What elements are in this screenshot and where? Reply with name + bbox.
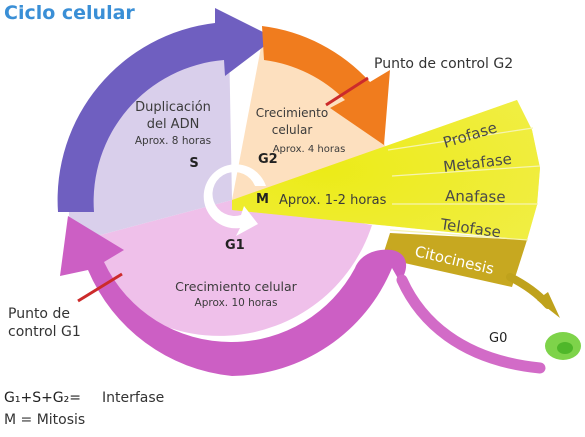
s-duration: Aprox. 8 horas [135, 135, 211, 147]
g1-duration: Aprox. 10 horas [195, 297, 278, 309]
g2-checkpoint-bar [325, 76, 369, 107]
s-description-line1: Duplicación [135, 100, 211, 115]
center-cycle-arrow [203, 164, 266, 236]
stage-anafase: Anafase [445, 187, 506, 206]
g2-checkpoint-label: Punto de control G2 [374, 56, 513, 72]
g2-description-line1: Crecimiento [256, 106, 328, 120]
g1-checkpoint-bar [77, 272, 123, 303]
g2-arrow [262, 26, 390, 145]
g1-letter: G1 [225, 238, 245, 253]
g2-letter: G2 [258, 152, 278, 167]
g1-description: Crecimiento celular [175, 279, 298, 294]
g0-letter: G0 [489, 331, 507, 346]
g1-sector [74, 200, 372, 336]
s-description-line2: del ADN [147, 117, 200, 132]
g2-description-line2: celular [272, 123, 313, 137]
diagram-title: Ciclo celular [4, 2, 135, 24]
g2-duration: Aprox. 4 horas [273, 144, 346, 155]
g1-checkpoint-label-line2: control G1 [8, 324, 81, 340]
mitosis-separators [387, 127, 541, 241]
s-arrow [57, 8, 276, 212]
s-sector [68, 39, 232, 242]
m-duration: Aprox. 1-2 horas [279, 193, 387, 208]
legend-mitosis: M = Mitosis [4, 412, 85, 428]
m-letter: M [256, 192, 269, 207]
g0-entry-arrowhead [537, 292, 560, 318]
mitosis-fan-highlight [232, 100, 540, 240]
g1-arrow [60, 216, 392, 376]
g0-cell-nucleus [557, 342, 573, 354]
g1-arrow-tail [355, 249, 407, 282]
g0-path [396, 274, 546, 374]
citocinesis-band [382, 233, 527, 287]
g1-checkpoint-label-line1: Punto de [8, 306, 70, 322]
s-letter: S [189, 156, 198, 171]
legend-interphase-label: Interfase [102, 390, 164, 406]
legend-interphase-formula: G₁+S+G₂= [4, 390, 81, 406]
